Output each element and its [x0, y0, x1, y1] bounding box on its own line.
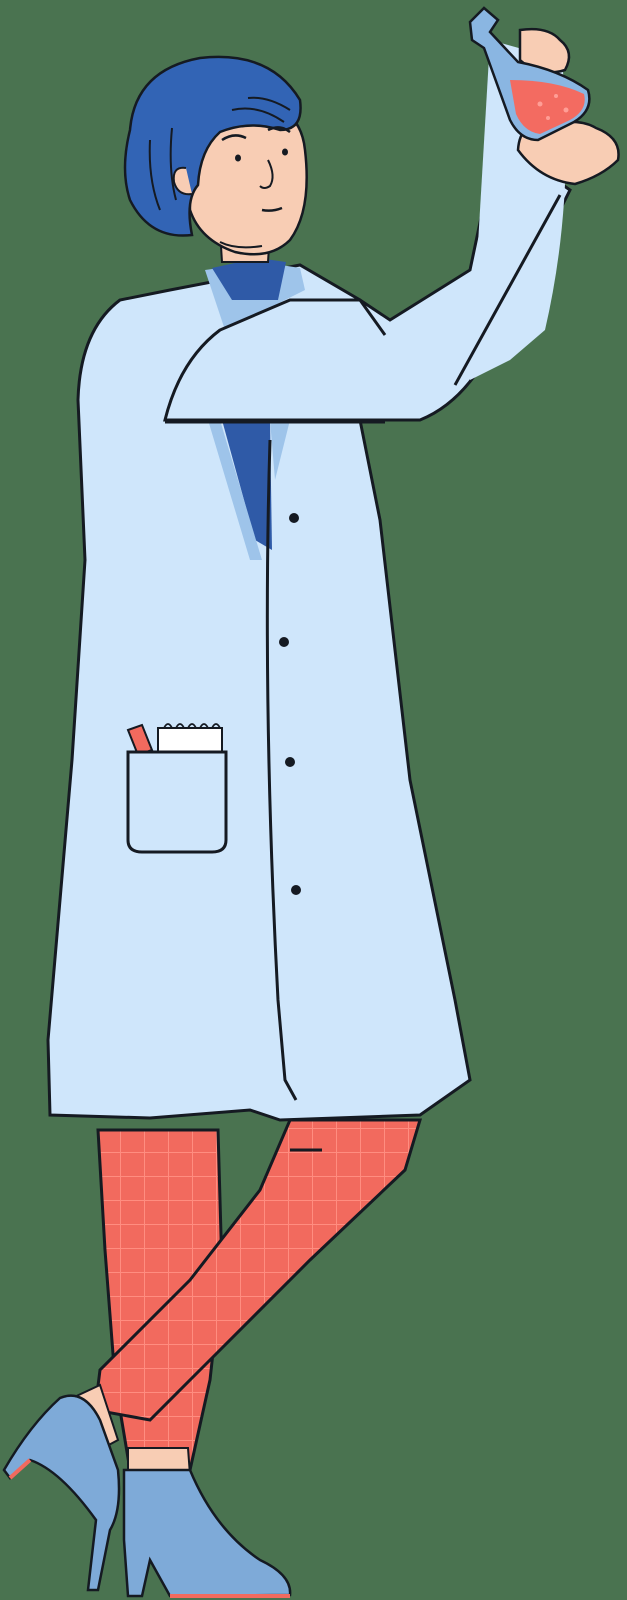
coat-button: [285, 757, 295, 767]
lapel-right: [270, 420, 290, 480]
eye: [282, 148, 288, 156]
coat-button: [279, 637, 289, 647]
shirt-front: [222, 420, 272, 550]
notepad: [157, 727, 223, 755]
coat-placket: [265, 439, 298, 1101]
flask-liquid: [510, 80, 585, 134]
lab-coat: [46, 258, 472, 1152]
flask: [468, 6, 591, 142]
turtleneck: [212, 258, 286, 300]
nose: [259, 159, 274, 189]
hair: [123, 55, 302, 237]
coat-button: [289, 513, 299, 523]
eyebrows: [221, 126, 291, 142]
coat-pocket: [126, 723, 228, 854]
coat-button: [291, 885, 301, 895]
eye: [235, 154, 241, 162]
shoes: [2, 1394, 292, 1598]
left-shoe: [2, 1394, 121, 1592]
pencil: [126, 723, 154, 757]
jaw-line: [219, 241, 263, 249]
sleeve-line: [453, 194, 562, 386]
coat-body: [46, 263, 472, 1122]
lapel-left: [208, 420, 262, 560]
front-leg: [93, 1118, 423, 1422]
notepad-spiral: [163, 723, 221, 729]
head: [123, 55, 308, 263]
mouth: [261, 206, 283, 212]
ear: [172, 166, 193, 196]
left-shoe-sole: [8, 1458, 32, 1480]
pocket: [126, 750, 228, 854]
hair-strands: [148, 96, 291, 211]
